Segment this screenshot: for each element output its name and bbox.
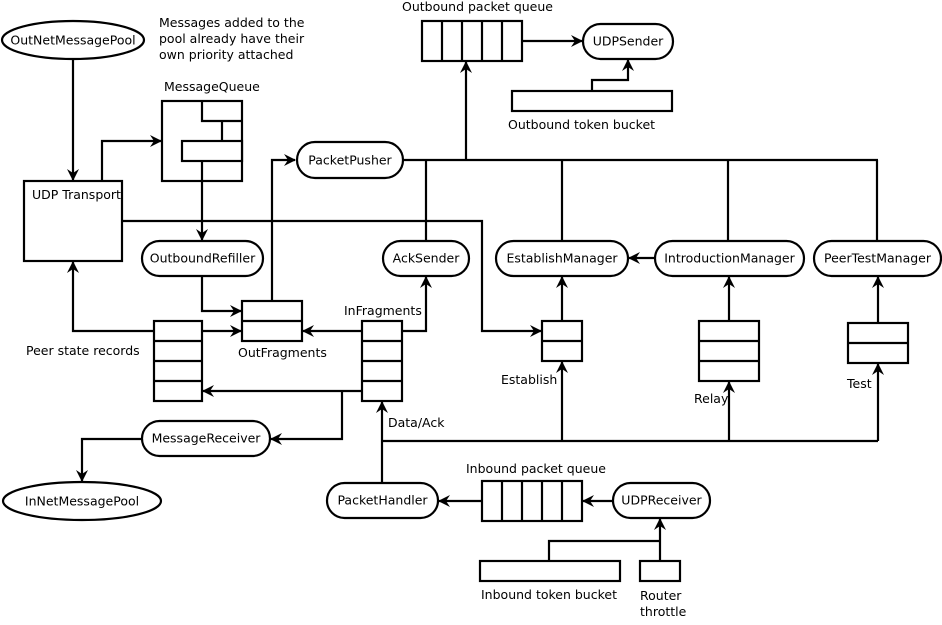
router-throttle: Router throttle (638, 559, 687, 619)
establish-manager-node: EstablishManager (494, 239, 630, 278)
note-line-2: pool already have their (159, 31, 305, 46)
outbound-refiller-node: OutboundRefiller (140, 239, 265, 278)
in-net-message-pool-node: InNetMessagePool (1, 480, 163, 522)
peer-state-records: Peer state records (26, 319, 204, 403)
inbound-packet-queue: Inbound packet queue (466, 461, 606, 523)
outbound-packet-queue: Outbound packet queue (402, 0, 553, 63)
data-ack-label: Data/Ack (388, 415, 445, 430)
router-throttle-label-1: Router (640, 588, 682, 603)
edge-transport-to-establish (122, 219, 542, 337)
packet-pusher-node: PacketPusher (295, 140, 405, 180)
edge-infragments-to-acksender (402, 276, 432, 333)
out-fragments-label: OutFragments (238, 345, 327, 360)
packet-handler-label: PacketHandler (337, 493, 428, 508)
priority-note: Messages added to the pool already have … (159, 15, 305, 62)
note-line-1: Messages added to the (159, 15, 305, 30)
message-receiver-node: MessageReceiver (140, 419, 272, 458)
relay-queue: Relay (694, 319, 761, 406)
packet-handler-node: PacketHandler (325, 481, 440, 520)
inbound-packet-queue-label: Inbound packet queue (466, 461, 606, 476)
edge-inbucket-to-udpreceiver (547, 539, 660, 561)
out-net-message-pool-label: OutNetMessagePool (10, 33, 135, 48)
outbound-packet-queue-label: Outbound packet queue (402, 0, 553, 14)
router-throttle-label-2: throttle (640, 604, 687, 619)
in-fragments-label: InFragments (344, 303, 422, 318)
edge-peerstate-to-transport (67, 261, 154, 333)
udp-sender-node: UDPSender (581, 22, 675, 61)
edge-outfragments-to-pusher (270, 154, 296, 301)
peer-state-records-label: Peer state records (26, 343, 140, 358)
edge-refiller-to-outfragments (200, 276, 242, 317)
in-net-message-pool-label: InNetMessagePool (25, 494, 139, 509)
peer-test-manager-node: PeerTestManager (812, 239, 942, 278)
establish-queue: Establish (501, 319, 584, 387)
udp-receiver-node: UDPReceiver (611, 481, 712, 520)
inbound-token-bucket-label: Inbound token bucket (481, 587, 617, 602)
ack-sender-label: AckSender (393, 251, 461, 266)
outbound-token-bucket: Outbound token bucket (508, 89, 674, 132)
edge-receiver-to-innetpool (76, 437, 142, 482)
out-fragments: OutFragments (238, 299, 327, 360)
outbound-refiller-label: OutboundRefiller (150, 251, 256, 266)
test-label: Test (846, 376, 872, 391)
edge-transport-to-messagequeue (100, 135, 162, 181)
establish-label: Establish (501, 372, 557, 387)
note-line-3: own priority attached (159, 47, 293, 62)
test-queue: Test (846, 321, 910, 391)
message-queue-node: MessageQueue (160, 79, 260, 183)
inbound-token-bucket: Inbound token bucket (478, 559, 622, 602)
ack-sender-node: AckSender (381, 239, 471, 278)
in-fragments: InFragments (344, 303, 422, 403)
udp-transport-node: UDP Transport (22, 179, 124, 263)
message-queue-label: MessageQueue (164, 79, 260, 94)
udp-receiver-label: UDPReceiver (621, 493, 702, 508)
introduction-manager-node: IntroductionManager (653, 239, 806, 278)
connectors (67, 35, 884, 561)
packet-pusher-label: PacketPusher (308, 153, 392, 168)
udp-sender-label: UDPSender (593, 34, 664, 49)
introduction-manager-label: IntroductionManager (664, 251, 795, 266)
message-receiver-label: MessageReceiver (152, 431, 262, 446)
establish-manager-label: EstablishManager (506, 251, 618, 266)
udp-transport-label: UDP Transport (32, 187, 121, 202)
edge-to-messagereceiver (270, 391, 344, 445)
relay-label: Relay (694, 391, 729, 406)
out-net-message-pool-node: OutNetMessagePool (0, 19, 146, 61)
outbound-token-bucket-label: Outbound token bucket (508, 117, 655, 132)
peer-test-manager-label: PeerTestManager (824, 251, 932, 266)
edge-outbucket-to-udpsender (590, 59, 634, 91)
